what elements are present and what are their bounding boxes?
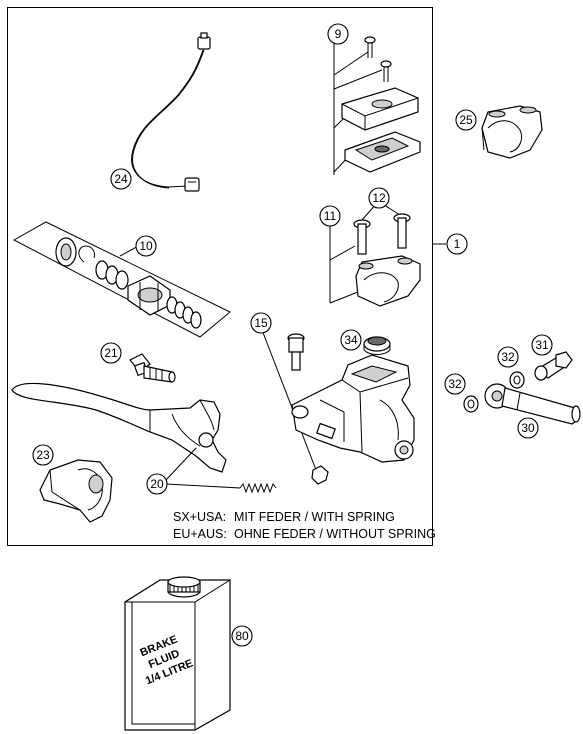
callout-25: 25 bbox=[455, 109, 477, 131]
callout-15: 15 bbox=[250, 312, 272, 334]
callout-31-label: 31 bbox=[535, 338, 549, 352]
callout-34: 34 bbox=[340, 329, 362, 351]
note-line1-key: SX+USA: bbox=[173, 510, 226, 524]
part-21-adjuster-screw[interactable] bbox=[129, 353, 176, 383]
assembly-frame bbox=[7, 7, 433, 546]
callout-24: 24 bbox=[110, 168, 132, 190]
part-11-12-clamp-bolts[interactable] bbox=[329, 202, 421, 307]
callout-11-label: 11 bbox=[324, 209, 337, 223]
part-15-pivot-bolt[interactable] bbox=[261, 329, 329, 485]
brake-lever[interactable] bbox=[11, 382, 227, 473]
callout-30: 30 bbox=[517, 417, 539, 439]
part-32-washer-a[interactable] bbox=[509, 371, 525, 389]
callout-9: 9 bbox=[327, 23, 349, 45]
callout-34-label: 34 bbox=[344, 333, 358, 347]
callout-10: 10 bbox=[135, 235, 157, 257]
callout-80-label: 80 bbox=[235, 629, 249, 643]
callout-1: 1 bbox=[446, 233, 468, 255]
part-9-reservoir-cover[interactable] bbox=[333, 36, 421, 175]
callout-32-b-label: 32 bbox=[448, 377, 462, 391]
part-10-piston-kit[interactable] bbox=[12, 221, 231, 338]
callout-32-a-label: 32 bbox=[501, 350, 515, 364]
callout-32-b: 32 bbox=[444, 373, 466, 395]
callout-21: 21 bbox=[100, 342, 122, 364]
callout-20: 20 bbox=[146, 473, 168, 495]
callout-10-label: 10 bbox=[139, 239, 153, 253]
callout-30-label: 30 bbox=[521, 421, 535, 435]
callout-23-label: 23 bbox=[36, 448, 50, 462]
callout-15-label: 15 bbox=[254, 316, 268, 330]
part-25-clamp[interactable] bbox=[481, 105, 543, 159]
note-line2-text: OHNE FEDER / WITHOUT SPRING bbox=[234, 527, 436, 541]
part-31-banjo-bolt[interactable] bbox=[534, 351, 573, 381]
callout-21-label: 21 bbox=[104, 346, 118, 360]
callout-31: 31 bbox=[531, 334, 553, 356]
callout-24-label: 24 bbox=[114, 172, 128, 186]
callout-12: 12 bbox=[368, 187, 390, 209]
part-30-banjo-line[interactable] bbox=[484, 383, 581, 425]
callout-11: 11 bbox=[319, 205, 341, 227]
callout-23: 23 bbox=[32, 444, 54, 466]
part-24-brake-switch-cable[interactable] bbox=[131, 32, 211, 192]
callout-32-a: 32 bbox=[497, 346, 519, 368]
part-80-brake-fluid-bottle[interactable] bbox=[124, 576, 231, 731]
callout-80: 80 bbox=[231, 625, 253, 647]
part-32-washer-b[interactable] bbox=[463, 395, 479, 413]
callout-20-label: 20 bbox=[150, 477, 164, 491]
part-23-lever-guard[interactable] bbox=[39, 459, 113, 523]
callout-1-label: 1 bbox=[454, 237, 461, 251]
callout-12-label: 12 bbox=[372, 191, 386, 205]
callout-9-label: 9 bbox=[335, 27, 342, 41]
note-line2-key: EU+AUS: bbox=[173, 527, 227, 541]
master-cylinder-body[interactable] bbox=[291, 354, 415, 463]
note-line1-text: MIT FEDER / WITH SPRING bbox=[234, 510, 395, 524]
part-20-spring[interactable] bbox=[165, 447, 277, 494]
part-34-cap[interactable] bbox=[363, 336, 391, 355]
callout-25-label: 25 bbox=[459, 113, 473, 127]
